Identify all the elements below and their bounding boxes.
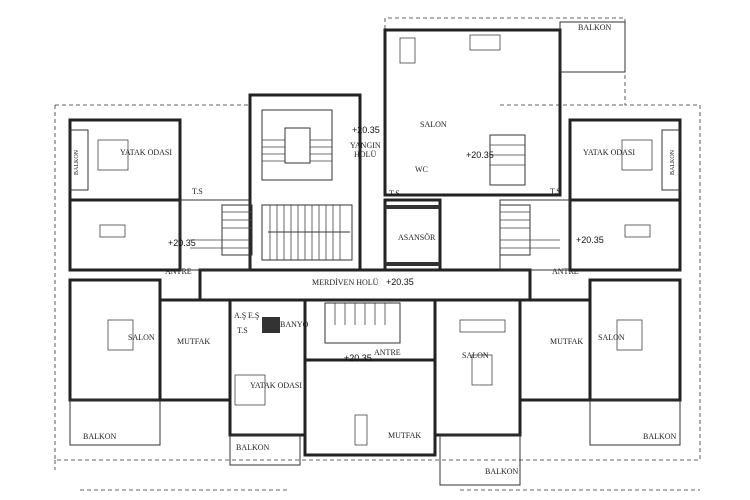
level-yangin: +20.35 [352,125,380,135]
label-yangin: YANGIN [350,141,381,150]
label-balkon-left-vertical: BALKON [74,149,80,175]
label-yatak-odasi-right: YATAK ODASI [583,148,635,157]
room-labels: BALKON SALON YATAK ODASI YATAK ODASI BAL… [74,23,677,476]
label-antre-left: ANTRE [165,267,192,276]
staircase-main [261,109,353,261]
label-mutfak-center: MUTFAK [388,431,421,440]
staircase-right [489,134,560,256]
level-antre-center: +20.35 [344,353,372,363]
label-balkon-bottom-left: BALKON [83,432,117,441]
label-ts-right: T.S [550,187,561,196]
level-markers: +20.35 +20.35 +20.35 +20.35 +20.35 +20.3… [168,125,604,363]
label-antre-right: ANTRE [552,267,579,276]
roof-outline [54,17,701,491]
label-balkon-bottom-right: BALKON [643,432,677,441]
label-balkon-right-vertical: BALKON [670,149,676,175]
label-balkon-bottom-center-left: BALKON [236,443,270,452]
label-asansor: ASANSÖR [398,233,436,242]
label-balkon-top-right: BALKON [578,23,612,32]
label-ts-left: T.S [192,187,203,196]
label-es: E.Ş [248,311,259,320]
label-antre-center: ANTRE [374,348,401,357]
label-ts-mid: T.S [389,189,400,198]
label-salon-center: SALON [462,351,489,360]
label-balkon-bottom-center: BALKON [485,467,519,476]
label-mutfak-right: MUTFAK [550,337,583,346]
label-mutfak-left: MUTFAK [177,337,210,346]
label-wc: WC [415,165,428,174]
level-salon-top: +20.35 [466,150,494,160]
staircase-left [190,204,253,256]
label-salon-left: SALON [128,333,155,342]
label-holu: HOLÜ [354,150,376,159]
walls [68,21,682,486]
label-ts-center: T.S [237,326,248,335]
label-merdiven-holu: MERDİVEN HOLÜ [312,278,379,287]
label-yatak-odasi-center: YATAK ODASI [250,381,302,390]
level-merdiven: +20.35 [386,277,414,287]
label-banyo: BANYO [280,320,309,329]
label-as: A.Ş [234,311,246,320]
level-left: +20.35 [168,238,196,248]
level-right: +20.35 [576,235,604,245]
label-salon-top: SALON [420,120,447,129]
staircase-center [324,302,401,344]
label-salon-right: SALON [598,333,625,342]
furniture [97,34,653,446]
label-yatak-odasi-left: YATAK ODASI [120,148,172,157]
